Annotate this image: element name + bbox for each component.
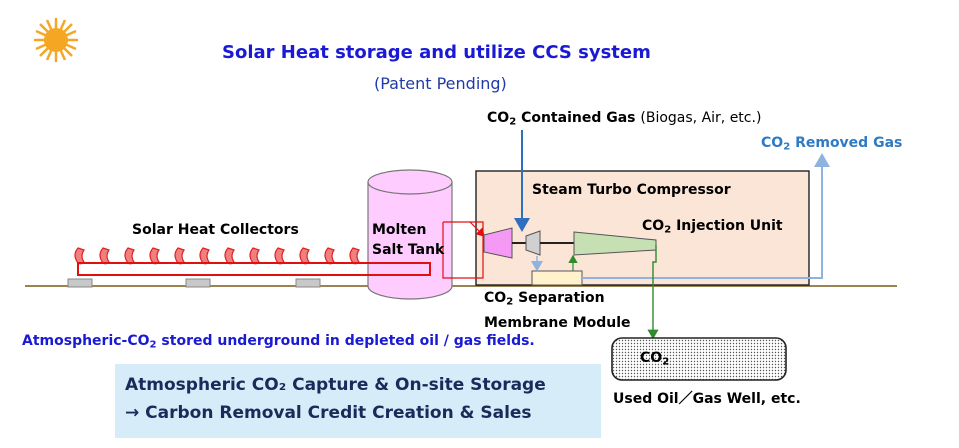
collector-support: [185, 278, 211, 288]
co2-storage-well: [611, 337, 787, 381]
info-line-2: → Carbon Removal Credit Creation & Sales: [125, 403, 532, 423]
turbine-icon: [483, 227, 513, 259]
diagram-subtitle: (Patent Pending): [374, 74, 507, 93]
diagram-title: Solar Heat storage and utilize CCS syste…: [222, 42, 651, 63]
well-label: Used Oil／Gas Well, etc.: [613, 391, 801, 407]
co2-removed-arrow: [582, 153, 830, 279]
steam-turbo-label: Steam Turbo Compressor: [532, 182, 731, 198]
compressor-icon: [525, 230, 541, 256]
info-box: Atmospheric CO₂ Capture & On-site Storag…: [115, 364, 601, 438]
well-co2-label: CO2: [640, 350, 670, 368]
heat-arrow: [469, 221, 485, 237]
atmospheric-storage-note: Atmospheric-CO2 stored underground in de…: [22, 333, 535, 351]
heat-circuit: [442, 221, 484, 279]
info-line-1: Atmospheric CO₂ Capture & On-site Storag…: [125, 375, 546, 395]
solar-collectors-label: Solar Heat Collectors: [132, 222, 299, 238]
sun-icon: [34, 18, 78, 62]
collector-icons: [74, 247, 360, 265]
injection-unit-label: CO2 Injection Unit: [642, 218, 783, 236]
collector-support: [67, 278, 93, 288]
injection-to-well: [647, 245, 659, 340]
co2-removed-gas-label: CO2 Removed Gas: [761, 135, 903, 153]
separation-module: [531, 270, 583, 286]
heat-loop: [77, 262, 431, 276]
collector-support: [295, 278, 321, 288]
co2-contained-gas-label: CO2 Contained Gas (Biogas, Air, etc.): [487, 110, 762, 128]
